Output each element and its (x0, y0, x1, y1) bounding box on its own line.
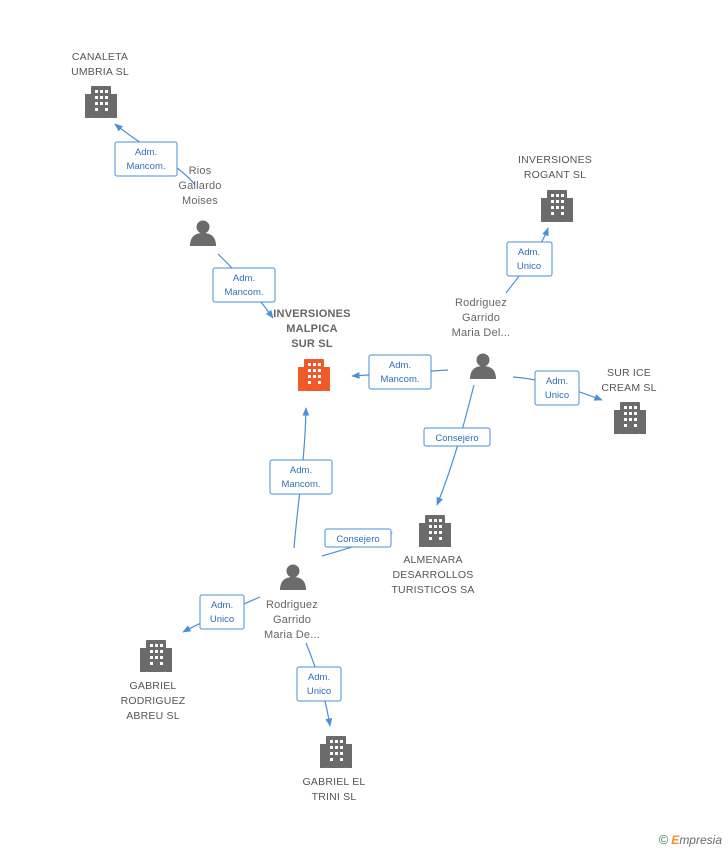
edge-label-rod1-malpica: Adm. Mancom. (368, 354, 432, 390)
node-label-line: TRINI SL (312, 791, 357, 803)
footer-brand[interactable]: ©Empresia (659, 832, 722, 847)
svg-text:Unico: Unico (545, 390, 569, 401)
node-label-line: Rios (189, 165, 212, 177)
node-label-line: ABREU SL (126, 710, 180, 722)
node-label-line: CANALETA (72, 51, 128, 63)
edge-labels: Adm. Mancom. Adm. Mancom. Adm. Unico Adm… (114, 141, 580, 702)
node-label-line: ROGANT SL (524, 169, 586, 181)
edge-label-rod1-surice: Adm. Unico (534, 370, 580, 406)
svg-text:Adm.: Adm. (233, 273, 255, 284)
node-label-line: Moises (182, 195, 218, 207)
copyright-icon: © (658, 832, 669, 847)
node-label-line: CREAM SL (601, 382, 656, 394)
edge-label-rod1-rogant: Adm. Unico (506, 241, 553, 277)
node-canaleta-umbria[interactable]: CANALETA UMBRIA SL (71, 51, 129, 118)
edge-label-rod2-gabriel-trini: Adm. Unico (296, 666, 342, 702)
svg-text:Adm.: Adm. (546, 376, 568, 387)
svg-text:Mancom.: Mancom. (126, 161, 165, 172)
node-label-line: GABRIEL (130, 680, 177, 692)
node-label-line: Maria Del... (452, 327, 511, 339)
edge-label-rios-malpica: Adm. Mancom. (212, 267, 276, 303)
node-almenara-desarrollos[interactable]: ALMENARA DESARROLLOS TURISTICOS SA (391, 515, 474, 596)
building-icon (614, 402, 646, 434)
node-label-line: Garrido (462, 312, 500, 324)
node-label-line: Maria De... (264, 629, 320, 641)
svg-text:Adm.: Adm. (389, 360, 411, 371)
node-label-line: Rodriguez (455, 297, 507, 309)
svg-text:Mancom.: Mancom. (380, 374, 419, 385)
edge-label-rios-canaleta: Adm. Mancom. (114, 141, 178, 177)
node-label-line: DESARROLLOS (393, 569, 474, 581)
svg-text:Unico: Unico (307, 686, 331, 697)
person-icon (280, 564, 306, 590)
node-inversiones-malpica-sur[interactable]: INVERSIONES MALPICA SUR SL (273, 308, 350, 391)
edges (114, 123, 603, 727)
node-rios-gallardo-moises[interactable]: Rios Gallardo Moises (178, 165, 221, 246)
node-inversiones-rogant[interactable]: INVERSIONES ROGANT SL (518, 154, 592, 222)
edge-label-rod2-malpica: Adm. Mancom. (269, 459, 333, 495)
svg-text:Consejero: Consejero (336, 534, 379, 545)
node-gabriel-el-trini[interactable]: GABRIEL EL TRINI SL (303, 736, 366, 803)
node-label-line: GABRIEL EL (303, 776, 366, 788)
svg-text:Adm.: Adm. (518, 247, 540, 258)
svg-text:Adm.: Adm. (290, 465, 312, 476)
building-icon (541, 190, 573, 222)
brand-logo-text: mpresia (679, 833, 722, 847)
node-label-line: TURISTICOS SA (391, 584, 474, 596)
node-label-line: SUR SL (291, 338, 333, 350)
node-rodriguez-garrido-2[interactable]: Rodriguez Garrido Maria De... (264, 564, 320, 642)
edge-label-rod2-almenara: Consejero (324, 528, 392, 548)
building-icon (419, 515, 451, 547)
node-label-line: INVERSIONES (273, 308, 350, 320)
node-sur-ice-cream[interactable]: SUR ICE CREAM SL (601, 367, 656, 434)
svg-text:Adm.: Adm. (308, 672, 330, 683)
node-label-line: ALMENARA (403, 554, 462, 566)
svg-text:Mancom.: Mancom. (281, 479, 320, 490)
node-label-line: Gallardo (178, 180, 221, 192)
brand-logo-initial: E (671, 833, 680, 847)
node-label-line: Rodriguez (266, 599, 318, 611)
node-label-line: INVERSIONES (518, 154, 592, 166)
building-icon (85, 86, 117, 118)
building-icon (320, 736, 352, 768)
node-gabriel-rodriguez-abreu[interactable]: GABRIEL RODRIGUEZ ABREU SL (121, 640, 186, 722)
building-icon (140, 640, 172, 672)
node-label-line: RODRIGUEZ (121, 695, 186, 707)
building-icon (298, 359, 330, 391)
svg-text:Adm.: Adm. (211, 600, 233, 611)
node-label-line: SUR ICE (607, 367, 651, 379)
edge-label-rod1-almenara: Consejero (423, 427, 491, 447)
svg-text:Consejero: Consejero (435, 433, 478, 444)
person-icon (190, 220, 216, 246)
svg-text:Unico: Unico (517, 261, 541, 272)
svg-text:Unico: Unico (210, 614, 234, 625)
svg-text:Adm.: Adm. (135, 147, 157, 158)
node-label-line: MALPICA (286, 323, 338, 335)
node-label-line: UMBRIA SL (71, 66, 129, 78)
edge-label-rod2-gabriel-rodriguez: Adm. Unico (199, 594, 245, 630)
node-label-line: Garrido (273, 614, 311, 626)
node-rodriguez-garrido-1[interactable]: Rodriguez Garrido Maria Del... (452, 297, 511, 379)
person-icon (470, 353, 496, 379)
svg-text:Mancom.: Mancom. (224, 287, 263, 298)
